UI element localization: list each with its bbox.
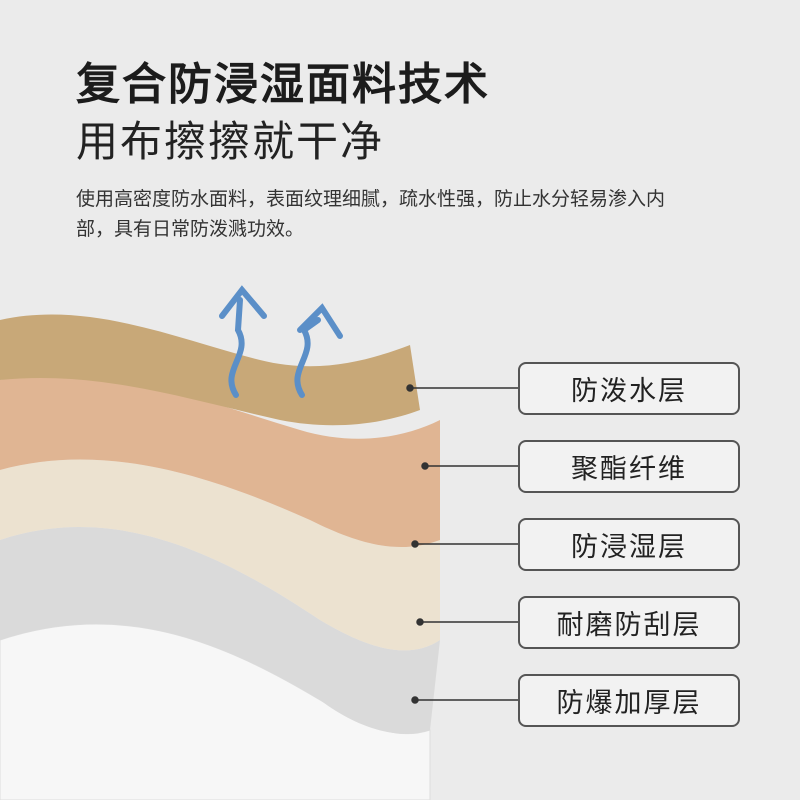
layer-4	[0, 527, 440, 734]
layer-2	[0, 374, 440, 548]
headline: 复合防浸湿面料技术	[76, 59, 490, 110]
layer-label-anti-soak: 防浸湿层	[518, 518, 740, 571]
layer-1	[0, 314, 420, 426]
leader-lines	[406, 384, 518, 704]
description: 使用高密度防水面料，表面纹理细腻，疏水性强，防止水分轻易渗入内部，具有日常防泼溅…	[76, 188, 666, 240]
layer-label-waterproof: 防泼水层	[518, 362, 740, 415]
layer-label-polyester: 聚酯纤维	[518, 440, 740, 493]
layer-label-scratch-resistant: 耐磨防刮层	[518, 596, 740, 649]
subheadline: 用布擦擦就干净	[76, 117, 385, 166]
steam-arrows-icon	[219, 285, 343, 398]
layer-3	[0, 459, 440, 651]
layer-label-thickened: 防爆加厚层	[518, 674, 740, 727]
